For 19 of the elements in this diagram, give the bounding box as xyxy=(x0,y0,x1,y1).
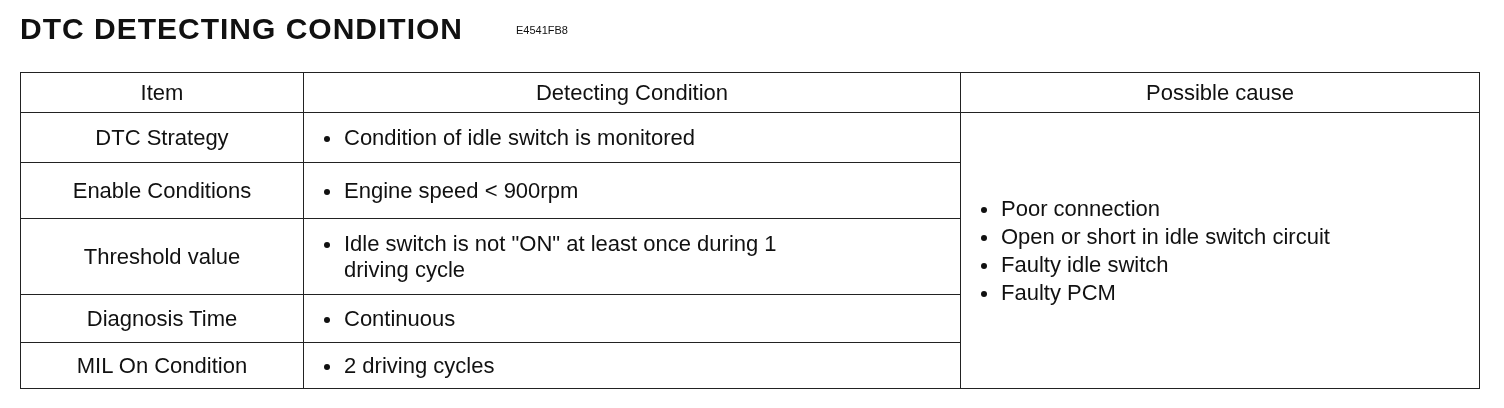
column-header: Detecting Condition xyxy=(536,79,728,105)
bullet-item: Condition of idle switch is monitored xyxy=(344,124,695,150)
bullet-item: Engine speed < 900rpm xyxy=(344,177,579,203)
bullet-item: Faulty PCM xyxy=(1001,279,1116,305)
bullet-item: Continuous xyxy=(344,305,456,331)
bullet-item: Open or short in idle switch circuit xyxy=(1001,223,1330,249)
bullet-item: Idle switch is not "ON" at least once during 1 driving cycle xyxy=(344,230,777,282)
column-header: Possible cause xyxy=(1146,79,1294,105)
row-label: Threshold value xyxy=(83,243,241,269)
column-header: Item xyxy=(140,79,184,105)
bullet-item: Faulty idle switch xyxy=(1001,251,1169,277)
document-code: E4541FB8 xyxy=(516,24,568,36)
heading: DTC DETECTING CONDITION xyxy=(20,12,463,46)
row-label: Diagnosis Time xyxy=(86,305,238,331)
bullet-item: 2 driving cycles xyxy=(344,352,495,378)
row-label: MIL On Condition xyxy=(76,352,248,378)
bullet-item: Poor connection xyxy=(1001,195,1160,221)
row-label: DTC Strategy xyxy=(95,124,229,150)
row-label: Enable Conditions xyxy=(72,177,252,203)
